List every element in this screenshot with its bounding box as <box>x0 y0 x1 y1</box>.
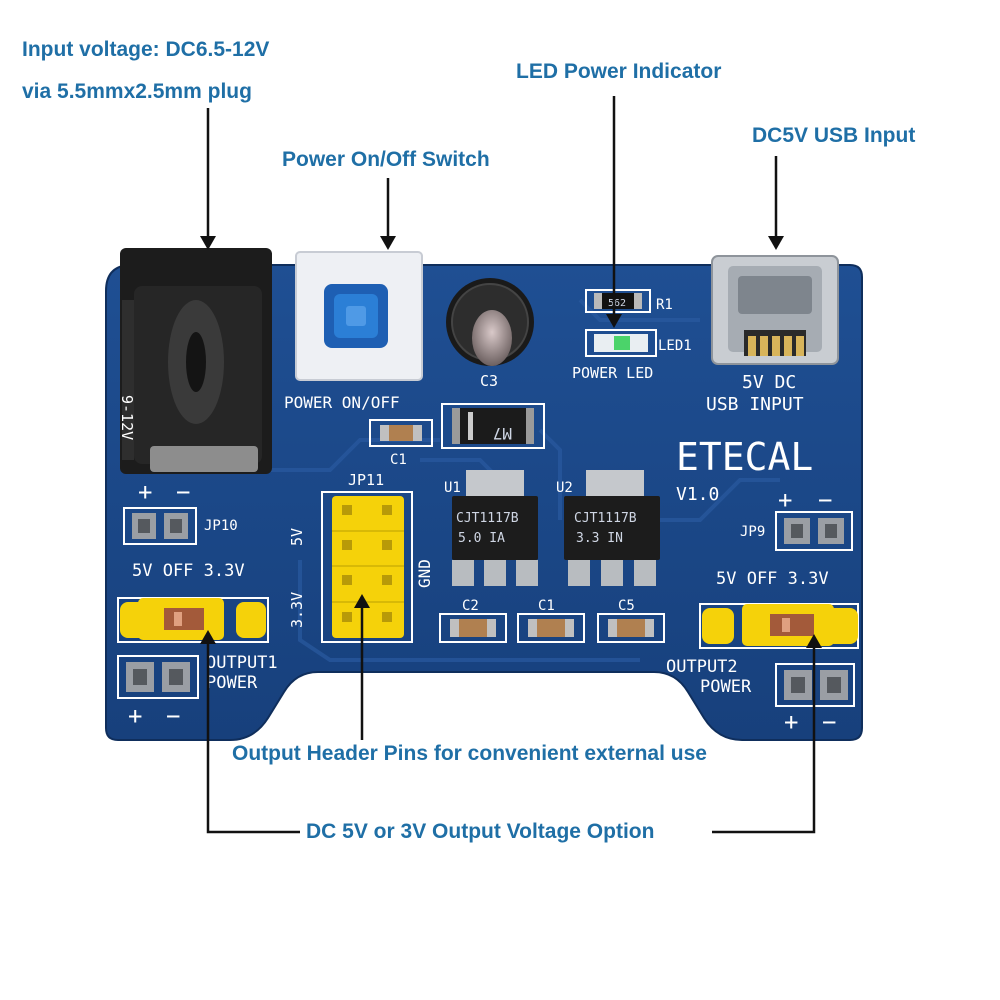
right-selector-labels: 5V OFF 3.3V <box>716 569 829 589</box>
capacitor-c1-top <box>369 419 433 447</box>
c1-label: C1 <box>538 598 555 614</box>
u1-code-line1: CJT1117B <box>456 511 519 526</box>
output2-plus: + <box>784 708 798 736</box>
led1-label: LED1 <box>658 338 692 354</box>
usb-input-callout: DC5V USB Input <box>752 124 916 147</box>
jp11-3v3-label: 3.3V <box>288 592 306 628</box>
c5-label: C5 <box>618 598 635 614</box>
left-voltage-jumper <box>117 597 269 643</box>
arrow-power-switch <box>380 236 396 250</box>
u2-label: U2 <box>556 480 573 496</box>
left-selector-labels: 5V OFF 3.3V <box>132 561 245 581</box>
callout-arrowheads <box>200 236 822 648</box>
led1 <box>585 329 657 357</box>
jp9-label: JP9 <box>740 524 765 540</box>
r1-label: R1 <box>656 297 673 313</box>
diode-m7: M7 <box>441 403 545 449</box>
jp10-pins <box>123 507 197 545</box>
output1-pins <box>117 655 199 699</box>
jp11-label: JP11 <box>348 471 384 489</box>
capacitor-c5 <box>597 613 665 643</box>
r1-code: 562 <box>608 298 626 309</box>
power-led-label: POWER LED <box>572 364 653 382</box>
usb-label-line1: 5V DC <box>742 372 796 393</box>
jp11-5v-label: 5V <box>288 528 306 546</box>
c3-label: C3 <box>480 372 498 390</box>
u1-code-line2: 5.0 IA <box>458 531 505 546</box>
power-switch-callout: Power On/Off Switch <box>282 148 490 171</box>
barrel-side-text: 9-12V <box>118 395 136 440</box>
arrow-header <box>354 594 370 608</box>
capacitor-c2 <box>439 613 507 643</box>
usb-label-line2: USB INPUT <box>706 394 804 415</box>
version-label: V1.0 <box>676 484 719 505</box>
arrow-right-option <box>806 634 822 648</box>
arrow-led <box>606 314 622 328</box>
output2-minus: − <box>822 708 836 736</box>
power-switch-label: POWER ON/OFF <box>284 393 400 412</box>
callout-lines <box>206 96 816 834</box>
brand-label: ETECAL <box>676 435 813 479</box>
output1-line2: POWER <box>206 673 258 693</box>
voltage-option-callout: DC 5V or 3V Output Voltage Option <box>306 820 655 843</box>
u2-code-line2: 3.3 IN <box>576 531 623 546</box>
regulator-u2: CJT1117B 3.3 IN <box>564 470 660 586</box>
arrow-usb <box>768 236 784 250</box>
u1-label: U1 <box>444 480 461 496</box>
output1-minus: − <box>166 702 180 730</box>
led-indicator-callout: LED Power Indicator <box>516 60 722 83</box>
right-voltage-jumper <box>699 603 859 649</box>
output2-pins <box>775 663 855 707</box>
dc-barrel-jack <box>120 248 272 474</box>
input-voltage-callout-line2: via 5.5mmx2.5mm plug <box>22 80 252 103</box>
micro-usb-connector <box>711 255 839 365</box>
output1-line1: OUTPUT1 <box>206 653 278 673</box>
gnd-label: GND <box>415 559 434 588</box>
resistor-r1: 562 <box>585 289 651 313</box>
output2-line2: POWER <box>700 677 752 697</box>
output1-plus: + <box>128 702 142 730</box>
arrow-input-voltage <box>200 236 216 250</box>
jp9-pins <box>775 511 853 551</box>
arrow-left-option <box>200 630 216 644</box>
c1-top-label: C1 <box>390 452 407 468</box>
diode-code: M7 <box>493 424 512 443</box>
capacitor-c1 <box>517 613 585 643</box>
capacitor-c3 <box>446 278 534 366</box>
regulator-u1: CJT1117B 5.0 IA <box>452 470 538 586</box>
jp9-minus: − <box>818 486 832 514</box>
jp11-header <box>321 491 413 643</box>
c2-label: C2 <box>462 598 479 614</box>
jp10-plus: + <box>138 478 152 506</box>
u2-code-line1: CJT1117B <box>574 511 637 526</box>
output2-line1: OUTPUT2 <box>666 657 738 677</box>
header-pins-callout: Output Header Pins for convenient extern… <box>232 742 707 765</box>
jp10-minus: − <box>176 478 190 506</box>
input-voltage-callout-line1: Input voltage: DC6.5-12V <box>22 38 270 61</box>
jp9-plus: + <box>778 486 792 514</box>
power-switch <box>295 251 423 381</box>
jp10-label: JP10 <box>204 518 238 534</box>
